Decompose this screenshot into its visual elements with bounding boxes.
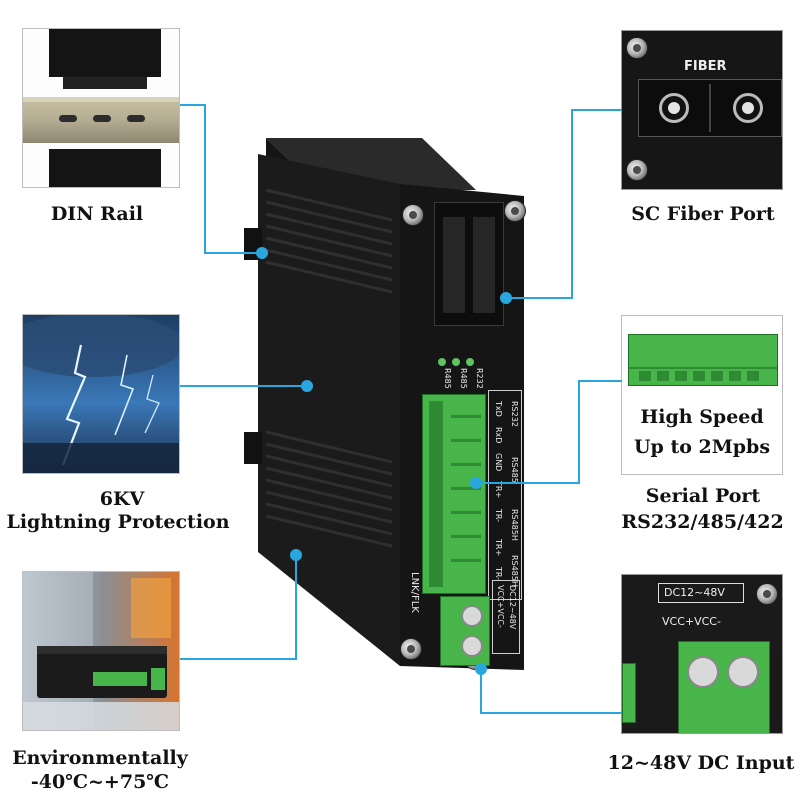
power-label: DC12~48V — [508, 585, 517, 630]
screw-icon — [504, 200, 526, 222]
pin-label: TxD — [494, 401, 503, 417]
screw-icon — [626, 37, 648, 59]
link-label: LNK/FLK — [409, 572, 420, 613]
din-rail-image — [22, 28, 180, 188]
serial-speed-line2: Up to 2Mpbs — [633, 436, 771, 458]
callout-dot — [470, 477, 482, 489]
environment-image — [22, 571, 180, 731]
led-label: R485 — [443, 368, 452, 389]
callout-dot — [301, 380, 313, 392]
pin-label: RxD — [494, 427, 503, 444]
power-terminal-block — [440, 596, 490, 666]
fiber-connector — [434, 202, 504, 326]
callout-dot — [256, 247, 268, 259]
group-label: RS485H — [510, 509, 519, 541]
environment-caption-line2: -40℃~+75℃ — [30, 771, 170, 793]
callout-dot — [290, 549, 302, 561]
screw-icon — [402, 204, 424, 226]
lightning-image — [22, 314, 180, 474]
serial-caption-line2: RS232/485/422 — [621, 511, 784, 533]
dc-inset-sublabel: VCC+VCC- — [662, 615, 721, 628]
fiber-port-icon — [733, 93, 763, 123]
screw-icon — [400, 638, 422, 660]
pin-label: GND — [494, 453, 503, 472]
fiber-inset-title: FIBER — [684, 59, 727, 74]
power-sublabel: VCC+VCC- — [496, 585, 505, 628]
serial-speed-line1: High Speed — [640, 406, 764, 428]
pin-label: TR+ — [494, 539, 503, 557]
fiber-port-icon — [659, 93, 689, 123]
led-label: R232 — [475, 368, 484, 389]
callout-dot — [475, 663, 487, 675]
screw-icon — [626, 159, 648, 181]
group-label: RS232 — [510, 401, 519, 427]
serial-caption-line1: Serial Port — [645, 485, 761, 507]
fiber-port-housing — [638, 79, 782, 137]
terminal-block-icon — [628, 334, 778, 386]
screw-icon — [756, 583, 778, 605]
lightning-caption-text: Lightning Protection — [6, 511, 230, 533]
dc-inset-label: DC12~48V — [664, 586, 725, 599]
pin-label: TR- — [494, 567, 503, 581]
serial-terminal-block — [422, 394, 486, 594]
dc-terminal-icon — [678, 641, 770, 733]
led-label: R485 — [459, 368, 468, 389]
lightning-caption-kv: 6KV — [99, 488, 145, 510]
dc-input-caption: 12~48V DC Input — [607, 752, 795, 774]
callout-dot — [500, 292, 512, 304]
group-label: RS485 — [510, 457, 519, 483]
din-rail-caption: DIN Rail — [50, 203, 144, 225]
device-illustration: R232 R485 R485 TxD RxD GND TR+ TR- TR+ T… — [236, 132, 528, 672]
pin-label: TR- — [494, 509, 503, 523]
serial-port-image: High Speed Up to 2Mpbs — [621, 315, 783, 475]
dc-input-image: DC12~48V VCC+VCC- — [621, 574, 783, 734]
environment-caption-line1: Environmentally — [12, 747, 188, 769]
sc-fiber-caption: SC Fiber Port — [631, 203, 775, 225]
sc-fiber-image: FIBER — [621, 30, 783, 190]
pin-label-panel: TxD RxD GND TR+ TR- TR+ TR- RS232 RS485 … — [488, 390, 522, 600]
